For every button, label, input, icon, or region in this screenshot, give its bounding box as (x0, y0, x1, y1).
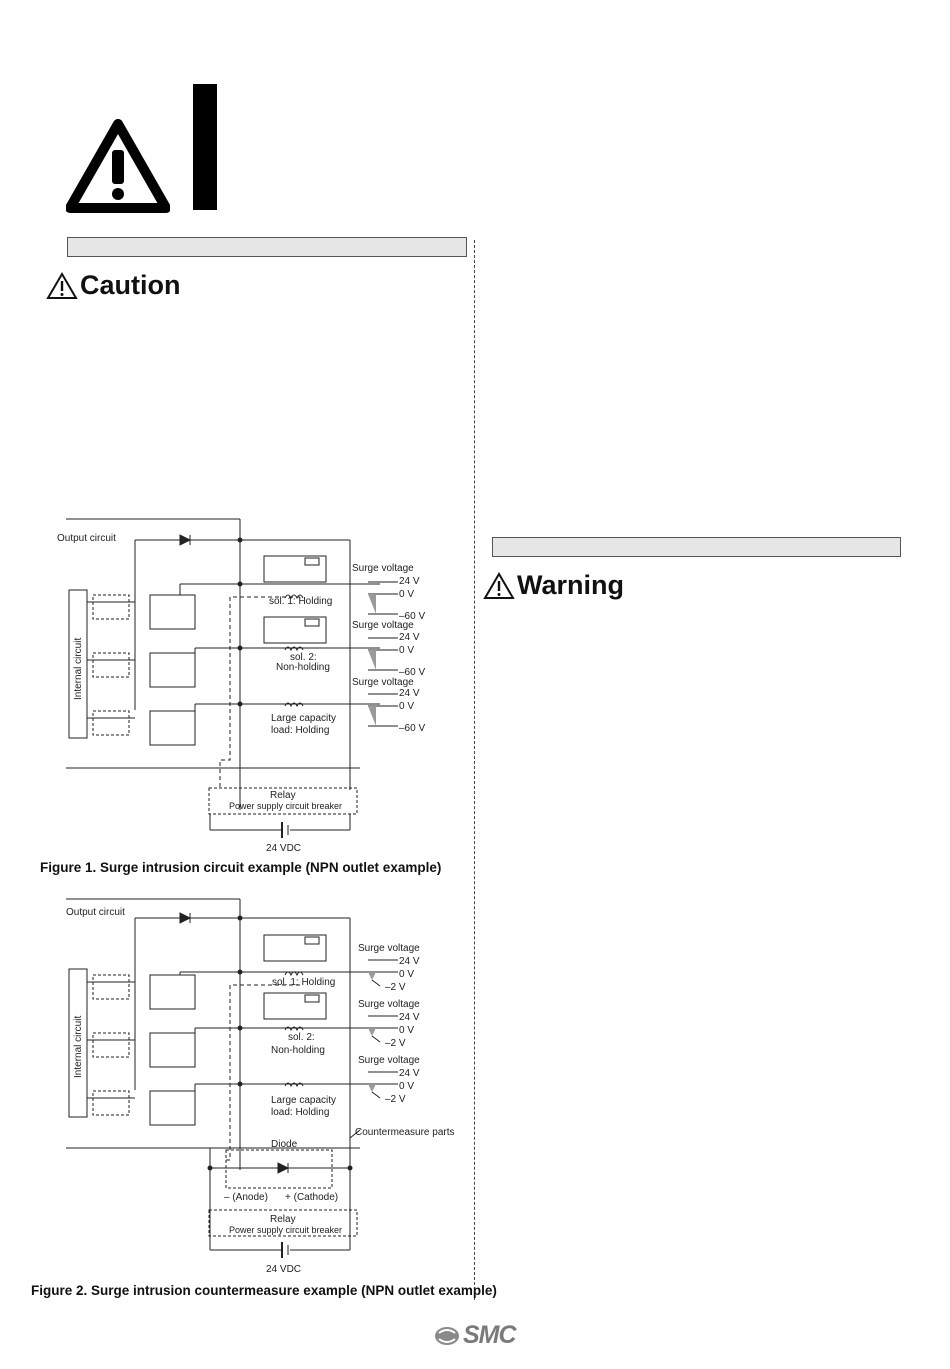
smc-logo: SMC (434, 1321, 517, 1350)
fig2-24v-2: 24 V (399, 1012, 420, 1023)
figure1-caption: Figure 1. Surge intrusion circuit exampl… (40, 860, 442, 875)
fig2-breaker-label: Power supply circuit breaker (229, 1225, 342, 1235)
fig1-24v-2: 24 V (399, 632, 420, 643)
fig1-neg60v-1: –60 V (399, 611, 425, 622)
fig2-load-line1: Large capacity (271, 1095, 336, 1106)
warning-triangle-icon (483, 571, 515, 599)
fig2-24v-1: 24 V (399, 956, 420, 967)
figure2-caption: Figure 2. Surge intrusion countermeasure… (31, 1283, 497, 1298)
fig1-0v-3: 0 V (399, 701, 414, 712)
fig2-0v-1: 0 V (399, 969, 414, 980)
caution-triangle-icon (46, 271, 78, 299)
fig2-surge-label-2: Surge voltage (358, 999, 420, 1010)
fig1-0v-2: 0 V (399, 645, 414, 656)
fig2-diode-label: Diode (271, 1139, 298, 1150)
smc-logo-text: SMC (463, 1321, 517, 1349)
fig1-24v-1: 24 V (399, 576, 420, 587)
fig2-neg2v-1: –2 V (385, 982, 406, 993)
fig2-neg2v-3: –2 V (385, 1094, 406, 1105)
fig1-surge-label-2: Surge voltage (352, 620, 414, 631)
fig1-sol2-line1: sol. 2: (290, 652, 317, 663)
fig1-load-line1: Large capacity (271, 713, 336, 724)
fig1-surge-label-1: Surge voltage (352, 563, 414, 574)
fig1-breaker-label: Power supply circuit breaker (229, 801, 342, 811)
fig2-internal-circuit-label: Internal circuit (73, 1016, 84, 1078)
fig2-sol2-line1: sol. 2: (288, 1032, 315, 1043)
warning-heading: Warning (483, 570, 624, 601)
fig2-surge-label-1: Surge voltage (358, 943, 420, 954)
fig1-sol1-label: sol. 1: Holding (269, 596, 332, 607)
header-black-bar (193, 84, 217, 210)
fig1-vdc-label: 24 VDC (266, 843, 301, 854)
fig1-relay-label: Relay (270, 790, 296, 801)
fig2-24v-3: 24 V (399, 1068, 420, 1079)
column-divider (474, 240, 475, 1300)
fig1-24v-3: 24 V (399, 688, 420, 699)
fig2-cathode-label: + (Cathode) (285, 1192, 338, 1203)
fig2-vdc-label: 24 VDC (266, 1264, 301, 1275)
figure1-circuit-diagram: Output circuit Internal circuit sol. 1: … (57, 518, 425, 854)
fig1-sol2-line2: Non-holding (276, 662, 330, 673)
warning-label: Warning (517, 570, 624, 600)
fig1-internal-circuit-label: Internal circuit (73, 638, 84, 700)
left-section-bar (67, 237, 467, 257)
fig1-neg60v-3: –60 V (399, 723, 425, 734)
fig1-0v-1: 0 V (399, 589, 414, 600)
fig2-0v-2: 0 V (399, 1025, 414, 1036)
fig2-anode-label: – (Anode) (224, 1192, 268, 1203)
fig2-relay-label: Relay (270, 1214, 296, 1225)
fig2-output-circuit-label: Output circuit (66, 907, 125, 918)
header-warning-icon (65, 118, 171, 219)
fig2-sol1-label: sol. 1: Holding (272, 977, 335, 988)
fig2-neg2v-2: –2 V (385, 1038, 406, 1049)
caution-heading: Caution (46, 270, 181, 301)
fig2-0v-3: 0 V (399, 1081, 414, 1092)
fig2-load-line2: load: Holding (271, 1107, 329, 1118)
fig1-output-circuit-label: Output circuit (57, 533, 116, 544)
right-section-bar (492, 537, 901, 557)
fig1-neg60v-2: –60 V (399, 667, 425, 678)
fig1-surge-label-3: Surge voltage (352, 677, 414, 688)
fig2-countermeasure-label: Countermeasure parts (355, 1127, 455, 1138)
fig2-surge-label-3: Surge voltage (358, 1055, 420, 1066)
figure2-circuit-diagram: Output circuit Internal circuit sol. 1: … (66, 898, 455, 1275)
smc-swirl-icon (435, 1326, 459, 1345)
caution-label: Caution (80, 270, 181, 300)
fig2-sol2-line2: Non-holding (271, 1045, 325, 1056)
fig1-load-line2: load: Holding (271, 725, 329, 736)
